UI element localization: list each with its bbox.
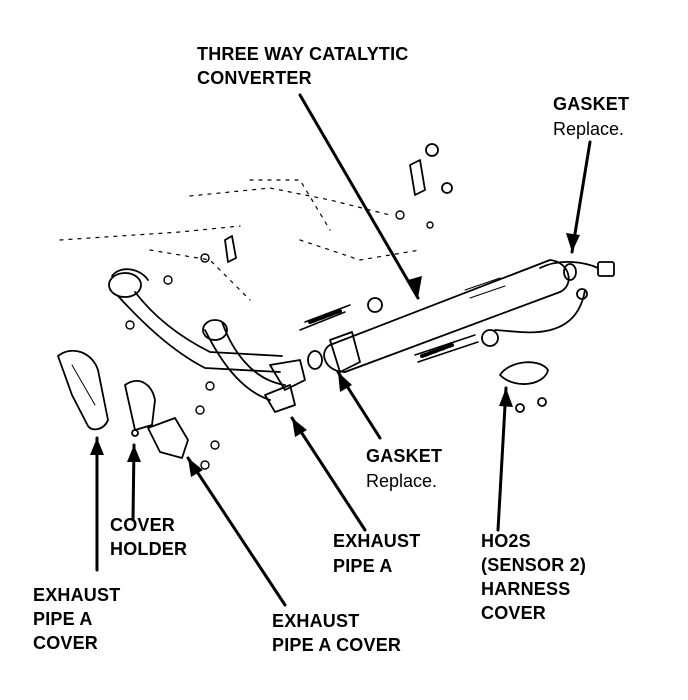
label-ho2s-line2: (SENSOR 2) xyxy=(481,555,587,575)
label-gasket-mid: GASKET xyxy=(366,446,443,466)
hanger-brackets xyxy=(224,143,453,263)
label-pipe-cover-left-line1: EXHAUST xyxy=(33,585,121,605)
label-pipe-cover-left-line2: PIPE A xyxy=(33,609,93,629)
label-pipe-cover-right-line1: EXHAUST xyxy=(272,611,360,631)
label-exhaust-pipe-a-line2: PIPE A xyxy=(333,556,393,576)
exhaust-pipe-a xyxy=(108,268,306,413)
exhaust-pipe-a-cover-right xyxy=(124,380,189,459)
gasket-mid-shape xyxy=(307,350,323,370)
label-exhaust-pipe-a-line1: EXHAUST xyxy=(333,531,421,551)
label-gasket-top: GASKET xyxy=(553,94,630,114)
label-ho2s-line3: HARNESS xyxy=(481,579,571,599)
nuts xyxy=(125,210,434,470)
gasket-top-shape xyxy=(563,263,577,281)
label-cover-holder-line2: HOLDER xyxy=(110,539,188,559)
label-pipe-cover-left-line3: COVER xyxy=(33,633,99,653)
ho2s-sensor xyxy=(494,261,615,413)
exhaust-pipe-a-cover-left xyxy=(57,349,109,431)
arrowheads xyxy=(90,233,580,477)
chassis-outline xyxy=(59,179,421,301)
spring-bolts xyxy=(299,297,499,363)
label-pipe-cover-right-line2: PIPE A COVER xyxy=(272,635,402,655)
label-gasket-mid-note: Replace. xyxy=(366,471,438,491)
catalytic-converter xyxy=(323,259,570,373)
label-cover-holder-line1: COVER xyxy=(110,515,176,535)
label-three-way-catalytic-line2: CONVERTER xyxy=(197,68,312,88)
label-three-way-catalytic-line1: THREE WAY CATALYTIC xyxy=(197,44,409,64)
label-ho2s-line4: COVER xyxy=(481,603,547,623)
label-gasket-top-note: Replace. xyxy=(553,119,625,139)
label-ho2s-line1: HO2S xyxy=(481,531,531,551)
